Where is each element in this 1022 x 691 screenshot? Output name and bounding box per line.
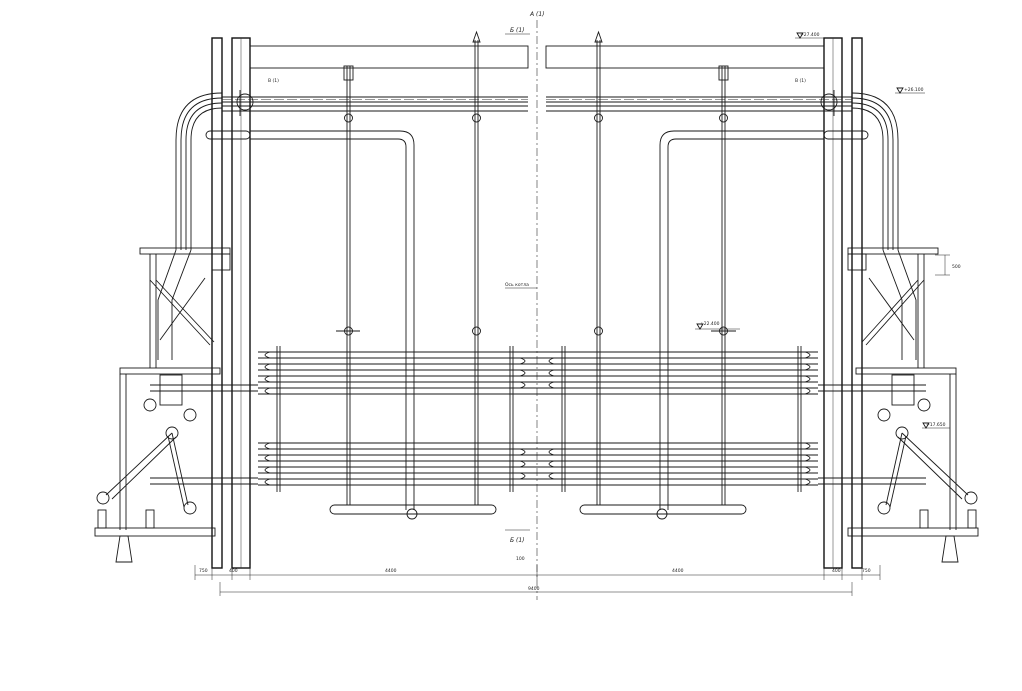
dim-left-outer: 750 xyxy=(199,568,208,574)
label-elev-upper-right: +26.100 xyxy=(904,87,924,93)
label-view-top: А (1) xyxy=(529,11,545,18)
right-bent-pipes xyxy=(851,92,917,360)
dim-right-inner: 400 xyxy=(832,568,841,574)
dim-right-vertical: 500 xyxy=(952,264,961,270)
upper-header-right xyxy=(546,96,852,112)
coil-bank-upper-right xyxy=(537,351,818,395)
label-elev-mid: +22.400 xyxy=(700,321,720,327)
top-beam-right xyxy=(545,45,825,69)
dimension-lines xyxy=(194,254,950,596)
upper-valves xyxy=(236,90,838,116)
coil-bank-lower-right xyxy=(537,442,818,486)
coil-bank-lower-left xyxy=(258,442,537,486)
upper-header-left xyxy=(222,96,528,112)
label-node-right: В (1) xyxy=(795,78,806,84)
dim-right-outer: 750 xyxy=(862,568,871,574)
coil-supports xyxy=(276,346,802,492)
right-side-frame xyxy=(847,247,979,563)
bottom-drain-right xyxy=(579,504,747,520)
coil-bank-upper-left xyxy=(258,351,537,395)
right-column xyxy=(823,37,863,569)
left-side-frame xyxy=(94,247,231,563)
second-pipe-run-right xyxy=(659,130,869,510)
elevation-markers xyxy=(505,32,950,531)
label-axis-note: Ось котла xyxy=(505,282,529,288)
hanger-rods xyxy=(336,30,736,505)
bottom-drain-left xyxy=(329,504,497,520)
left-column xyxy=(211,37,251,569)
label-section-top: Б (1) xyxy=(510,27,525,34)
second-pipe-run-left xyxy=(205,130,415,510)
label-section-bottom: Б (1) xyxy=(510,537,525,544)
top-beam-left xyxy=(249,45,529,69)
through-pipes xyxy=(150,384,926,485)
dim-center-small: 100 xyxy=(516,556,525,562)
label-elev-top-right: +27.400 xyxy=(800,32,820,38)
label-elev-low-right: +17.650 xyxy=(926,422,946,428)
dim-center-left: 4400 xyxy=(385,568,397,574)
dim-center-right: 4400 xyxy=(672,568,684,574)
dim-total: 9400 xyxy=(528,586,540,592)
left-bent-pipes xyxy=(157,92,223,360)
dim-left-inner: 400 xyxy=(229,568,238,574)
label-node-left: В (1) xyxy=(268,78,279,84)
